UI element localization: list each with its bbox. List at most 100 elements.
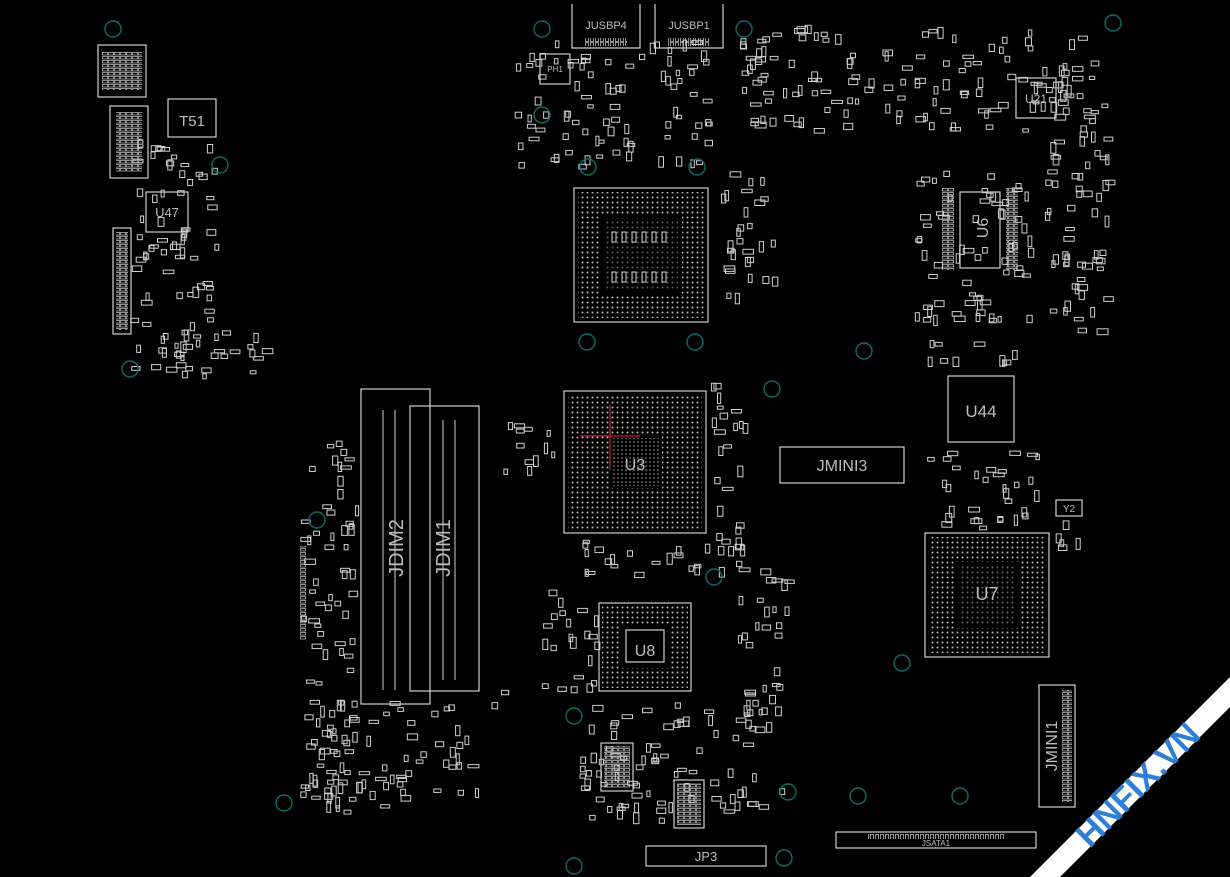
passive-pad (746, 709, 754, 717)
slot-jdim1[interactable]: JDIM1 (409, 405, 480, 692)
passive-pad (157, 238, 168, 243)
passive-pad (514, 111, 523, 119)
passive-pad (332, 728, 337, 735)
passive-pad (997, 469, 1007, 474)
chip-u6[interactable]: U6 (942, 188, 1018, 270)
passive-pad (714, 477, 721, 485)
passive-pad (718, 446, 724, 456)
connector-left-vertical[interactable] (112, 227, 132, 335)
passive-pad (771, 683, 781, 688)
passive-pad (253, 332, 259, 344)
passive-pad (727, 247, 735, 254)
crystal-y2[interactable]: Y2 (1055, 499, 1083, 517)
passive-pad (1090, 110, 1099, 115)
mounting-hole (775, 849, 793, 867)
bga-upper[interactable] (573, 187, 709, 323)
passive-pad (1003, 269, 1010, 276)
passive-pad (760, 72, 769, 78)
passive-pad (383, 781, 390, 791)
passive-pad (247, 344, 254, 350)
passive-pad (657, 800, 666, 806)
chip-u8[interactable]: U8 (598, 602, 692, 692)
component-t51[interactable]: T51 (167, 98, 217, 138)
passive-pad (603, 118, 610, 126)
connector-jsata1[interactable]: JSATA1 (835, 831, 1037, 849)
passive-pad (750, 117, 760, 123)
connector-jmini1[interactable]: JMINI1 (1038, 684, 1076, 808)
passive-pad (952, 356, 960, 368)
bga-mid-left[interactable] (600, 742, 634, 792)
passive-pad (794, 28, 806, 35)
connector-left-strip[interactable] (300, 546, 306, 640)
passive-pad (559, 610, 566, 617)
connector-jusbp4[interactable]: JUSBP4 (571, 4, 641, 49)
passive-pad (339, 762, 345, 774)
mounting-hole (849, 787, 867, 805)
passive-pad (733, 422, 738, 432)
bga-mid-right[interactable] (673, 779, 705, 829)
passive-pad (180, 227, 191, 232)
component-ph1[interactable]: PH1 (539, 53, 571, 85)
passive-pad (703, 58, 710, 66)
connector-p4[interactable] (97, 44, 147, 98)
passive-pad (584, 155, 591, 166)
passive-pad (542, 638, 549, 651)
passive-pad (337, 461, 343, 473)
passive-pad (585, 571, 596, 575)
passive-pad (344, 457, 355, 462)
passive-pad (928, 28, 938, 34)
passive-pad (851, 74, 861, 80)
passive-pad (1034, 490, 1040, 503)
passive-pad (927, 306, 933, 318)
chip-u7[interactable]: U7 (924, 532, 1050, 658)
passive-pad (769, 694, 776, 705)
passive-pad (735, 717, 747, 723)
chip-u44[interactable]: U44 (947, 375, 1015, 443)
passive-pad (775, 706, 782, 717)
passive-pad (261, 348, 274, 355)
passive-pad (975, 312, 981, 322)
passive-pad (717, 505, 724, 517)
passive-pad (651, 758, 660, 763)
passive-pad (641, 755, 646, 766)
passive-pad (1058, 99, 1069, 106)
chip-u21[interactable]: U21 (1015, 77, 1057, 119)
passive-pad (1045, 179, 1052, 186)
passive-pad (1077, 172, 1084, 181)
connector-left-block[interactable] (109, 105, 149, 179)
passive-pad (1078, 35, 1088, 41)
passive-pad (974, 254, 982, 261)
passive-pad (1022, 512, 1029, 520)
chip-u47[interactable]: U47 (145, 191, 189, 233)
passive-pad (335, 805, 340, 812)
connector-jp3[interactable]: JP3 (645, 845, 767, 867)
passive-pad (959, 90, 970, 95)
passive-pad (538, 74, 547, 80)
connector-jusbp1[interactable]: JUSBP1 (654, 4, 724, 49)
passive-pad (885, 103, 891, 114)
passive-pad (943, 60, 950, 67)
passive-pad (639, 53, 646, 60)
cpu-u3[interactable]: U3 (563, 390, 707, 534)
passive-pad (174, 342, 179, 349)
label-u44: U44 (965, 402, 996, 421)
slot-jdim2[interactable]: JDIM2 (360, 388, 431, 705)
passive-pad (747, 64, 753, 74)
passive-pad (198, 173, 208, 181)
passive-pad (348, 523, 354, 530)
passive-pad (341, 734, 348, 745)
passive-pad (784, 579, 795, 584)
passive-pad (745, 641, 754, 649)
passive-pad (754, 121, 767, 129)
passive-pad (710, 779, 720, 787)
passive-pad (694, 565, 701, 576)
passive-pad (765, 577, 777, 584)
passive-pad (1002, 36, 1008, 44)
passive-pad (366, 735, 371, 747)
passive-pad (646, 790, 651, 798)
passive-pad (516, 442, 525, 449)
connector-jmini3[interactable]: JMINI3 (779, 446, 905, 484)
passive-pad (1061, 69, 1070, 77)
passive-pad (902, 65, 913, 71)
passive-pad (580, 58, 591, 64)
